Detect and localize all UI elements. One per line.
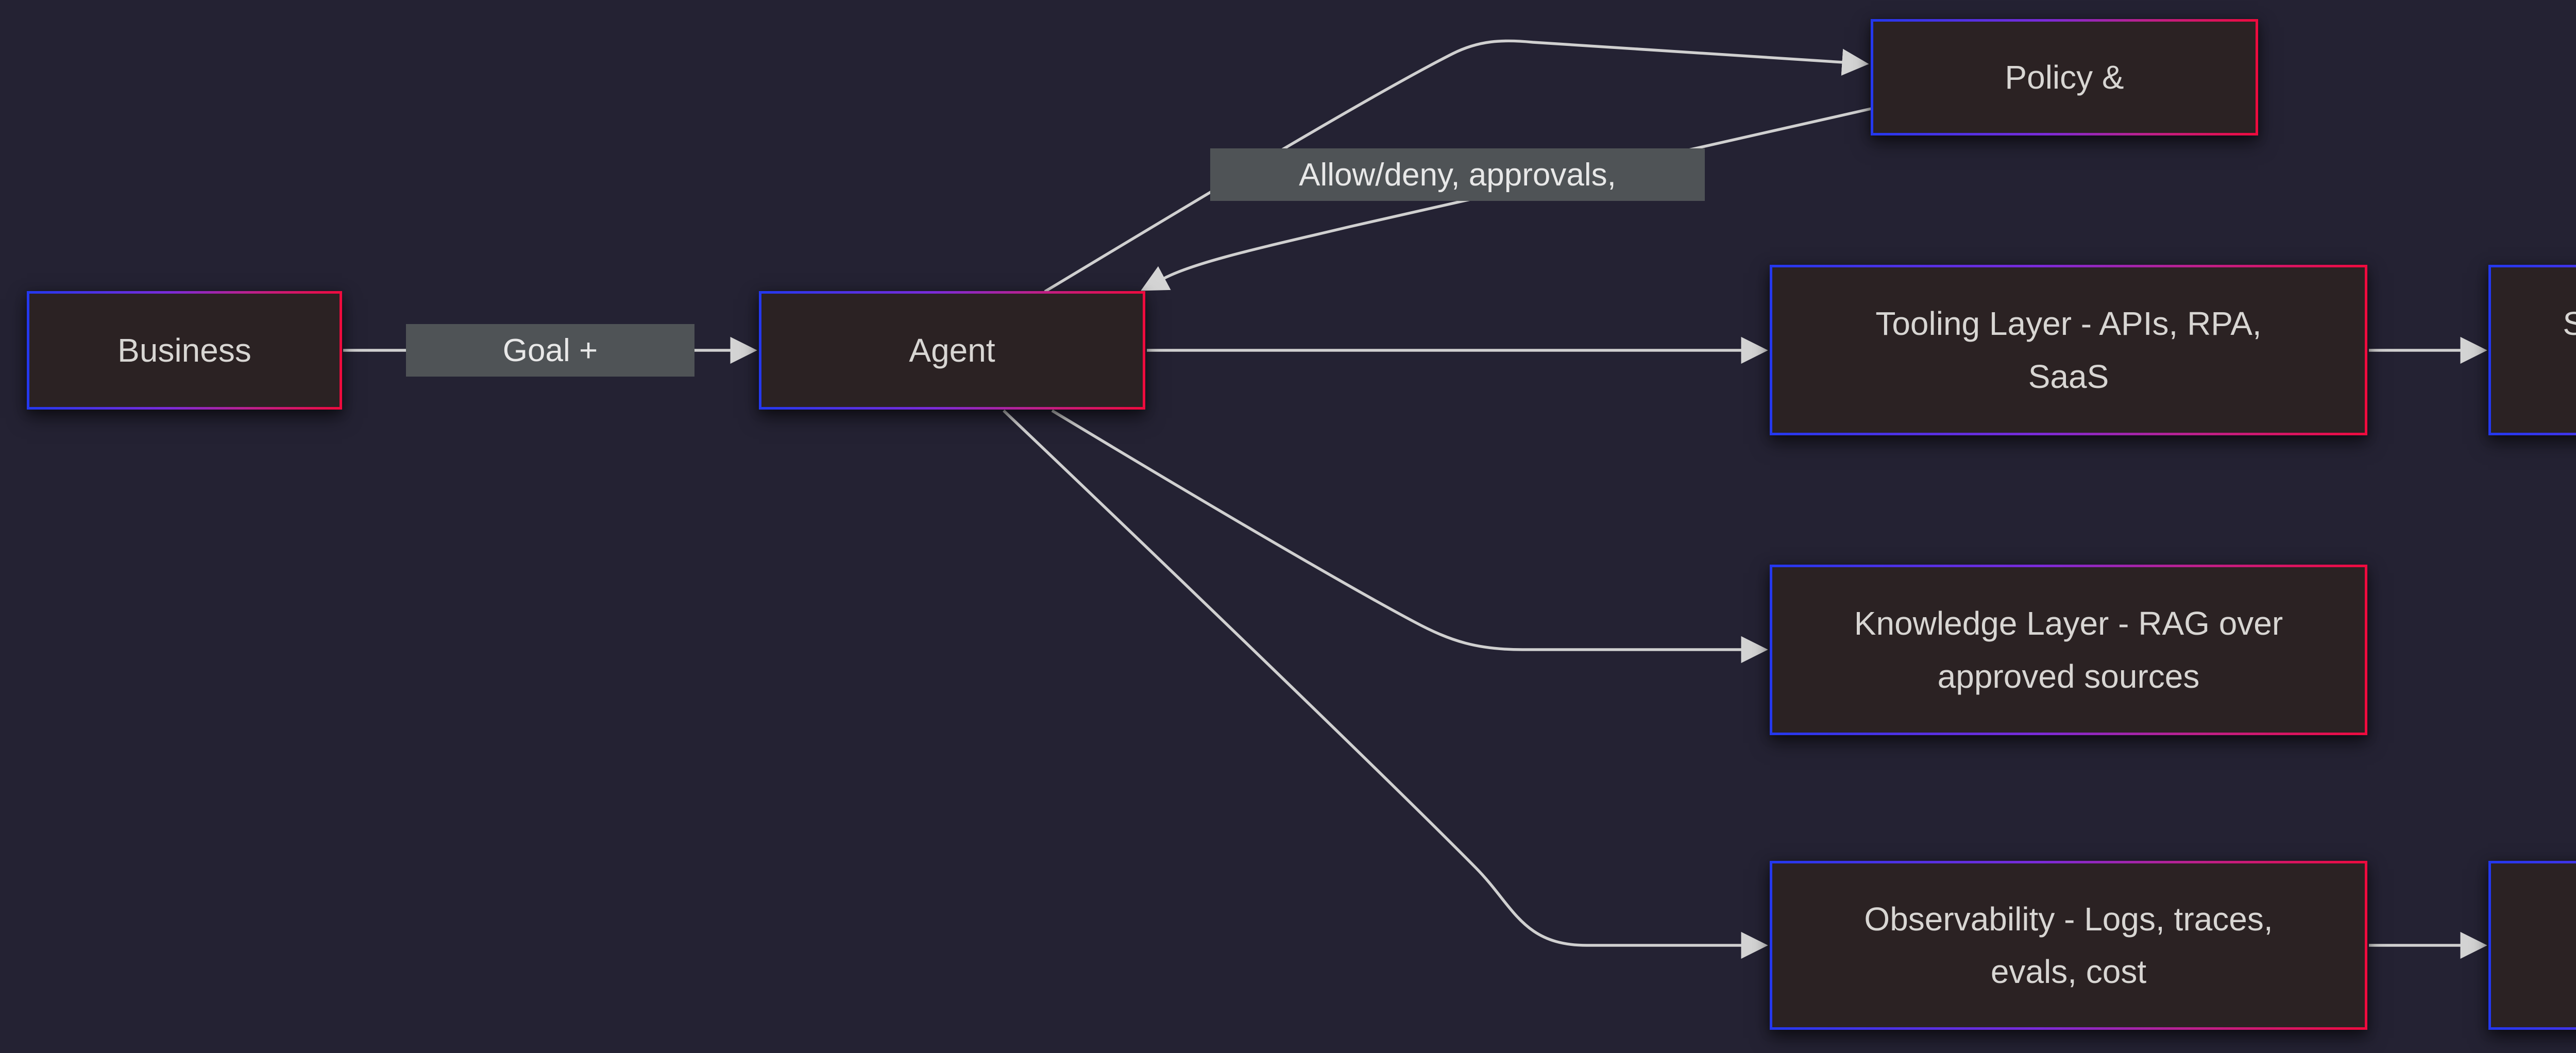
edge-agent-policy [1044, 39, 1869, 293]
node-business: Business [27, 291, 342, 410]
node-systems-label: Systems - CI/CD, ITSM, HRIS, CRM [2563, 305, 2576, 343]
edge-policy-agent [1141, 107, 1872, 291]
edge-agent-observability [1003, 410, 1768, 959]
node-systems: Systems - CI/CD, ITSM, HRIS, CRM [2488, 265, 2576, 435]
edge-label-goal: Goal + [406, 324, 694, 377]
node-tooling-layer: Tooling Layer - APIs, RPA, SaaS [1770, 265, 2367, 435]
edge-agent-knowledge [1051, 409, 1768, 664]
node-agent: Agent [759, 291, 1145, 410]
node-agent-label: Agent [909, 331, 995, 369]
node-policy-label: Policy & [2005, 58, 2124, 96]
node-observability-label: Observability - Logs, traces, evals, cos… [1864, 900, 2273, 990]
node-policy: Policy & [1871, 19, 2258, 135]
edge-label-allow-deny-approvals: Allow/deny, approvals, [1210, 148, 1705, 201]
node-tooling-layer-label: Tooling Layer - APIs, RPA, SaaS [1875, 305, 2262, 395]
node-business-label: Business [117, 331, 251, 369]
node-knowledge-layer-label: Knowledge Layer - RAG over approved sour… [1854, 605, 2283, 695]
node-roi-dashboard: ROI Dashboard - SLA, cycle time, quality [2488, 861, 2576, 1030]
node-roi-dashboard-label: ROI Dashboard - SLA, cycle time, quality [2566, 893, 2576, 998]
node-observability: Observability - Logs, traces, evals, cos… [1770, 861, 2367, 1030]
node-knowledge-layer: Knowledge Layer - RAG over approved sour… [1770, 565, 2367, 735]
